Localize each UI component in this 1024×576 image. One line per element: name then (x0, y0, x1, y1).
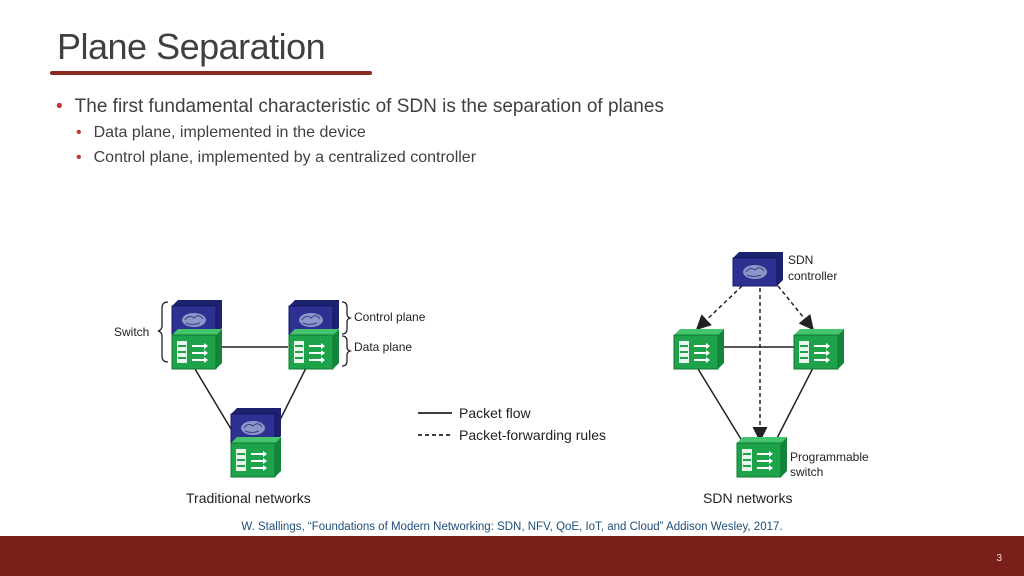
bullet-main: • The first fundamental characteristic of… (56, 96, 664, 124)
control-plane-icon (230, 407, 282, 443)
control-plane-icon (171, 299, 223, 335)
bullet-sub-2-text: Control plane, implemented by a centrali… (93, 149, 477, 166)
bullet-sub-1-text: Data plane, implemented in the device (93, 124, 366, 141)
citation: W. Stallings, “Foundations of Modern Net… (241, 521, 783, 533)
legend-forwarding-rules: Packet-forwarding rules (459, 427, 606, 443)
link-sdn-right (773, 363, 816, 445)
legend-packet-flow: Packet flow (459, 405, 531, 421)
trad-switch-right (288, 299, 340, 370)
title-underline (50, 71, 372, 75)
control-plane-icon (288, 299, 340, 335)
link-sdn-left (694, 363, 745, 445)
data-plane-brace (341, 335, 353, 367)
switch-label: Switch (114, 325, 149, 339)
trad-switch-bottom (230, 407, 282, 478)
bullet-main-text: The first fundamental characteristic of … (74, 96, 664, 117)
page-number: 3 (996, 553, 1002, 564)
bullet-dot: • (76, 149, 82, 166)
sdn-controller (732, 251, 784, 287)
data-plane-icon (288, 328, 340, 370)
control-plane-brace (341, 301, 353, 335)
rule-arrow-right (777, 285, 814, 331)
programmable-switch-label-2: switch (790, 465, 823, 479)
caption-sdn: SDN networks (703, 490, 793, 506)
programmable-switch-label-1: Programmable (790, 450, 869, 464)
sdn-controller-label-1: SDN (788, 253, 813, 267)
sdn-controller-label-2: controller (788, 269, 837, 283)
trad-switch-left (171, 299, 223, 370)
rule-arrow-left (695, 285, 743, 331)
sdn-switch-right-icon (793, 328, 845, 370)
data-plane-icon (230, 436, 282, 478)
controller-icon (732, 251, 784, 287)
switch-brace (157, 301, 169, 363)
bullet-dot: • (56, 96, 63, 117)
control-plane-label: Control plane (354, 310, 426, 324)
bullet-dot: • (76, 124, 82, 141)
bullet-list: • The first fundamental characteristic of… (56, 96, 664, 174)
slide-title: Plane Separation (57, 26, 326, 67)
data-plane-icon (171, 328, 223, 370)
bullet-sub-2: • Control plane, implemented by a central… (56, 149, 664, 174)
caption-traditional: Traditional networks (186, 490, 311, 506)
sdn-switch-left-icon (673, 328, 725, 370)
footer-bar: 3 (0, 536, 1024, 576)
data-plane-label: Data plane (354, 340, 412, 354)
sdn-switch-bottom-icon (736, 436, 788, 478)
bullet-sub-1: • Data plane, implemented in the device (56, 124, 664, 149)
